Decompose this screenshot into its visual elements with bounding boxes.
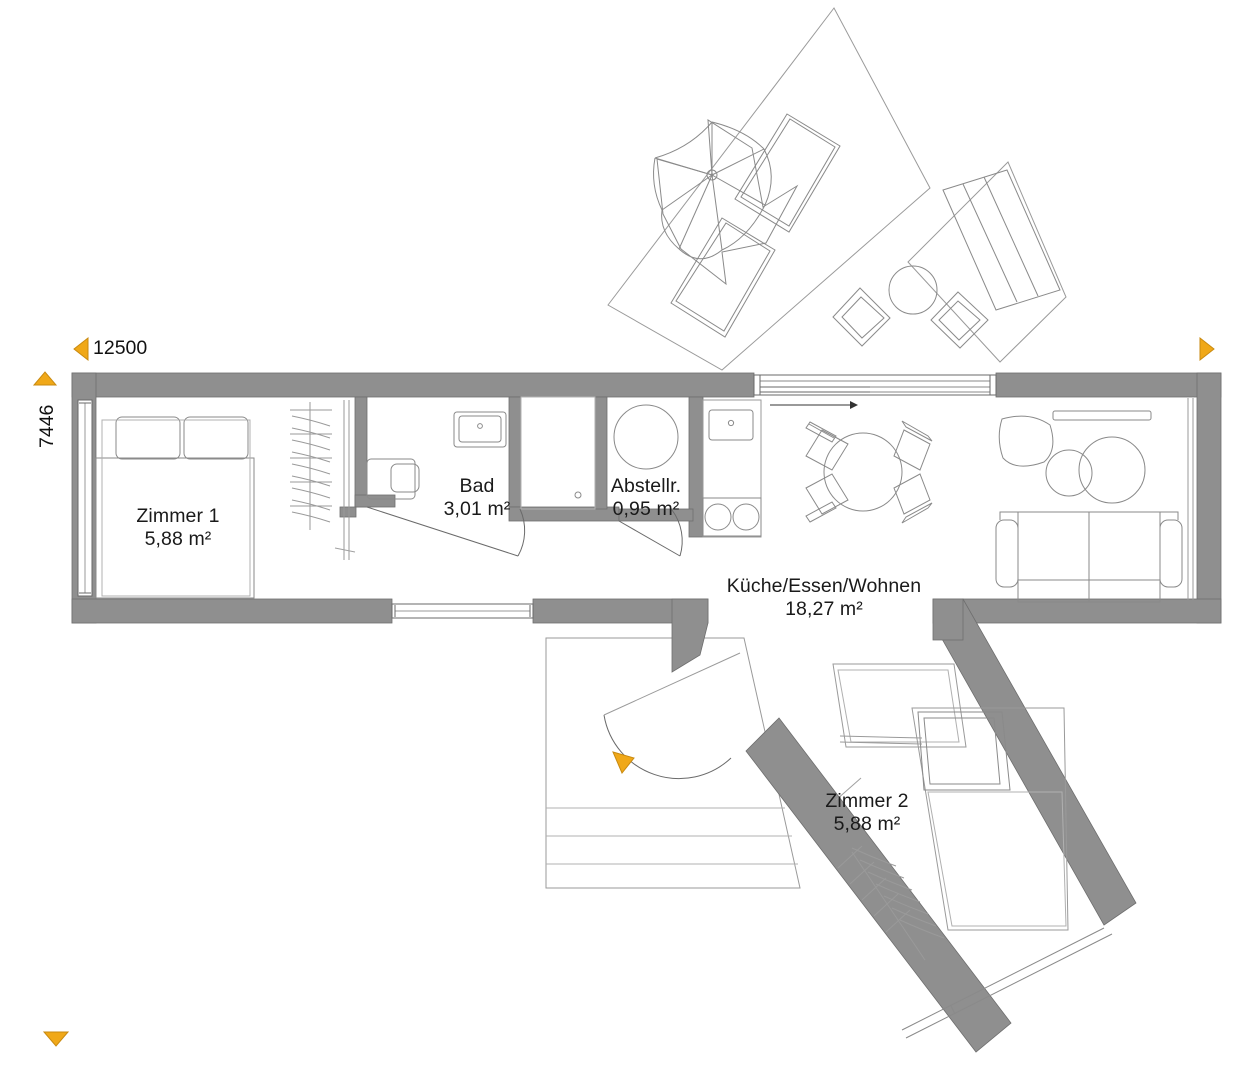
- armchair-2: [930, 291, 989, 349]
- room-label-zimmer-2: Zimmer 2 5,88 m²: [787, 790, 947, 836]
- terrace-right: [832, 161, 1067, 363]
- dim-marker-top-icon: [32, 371, 58, 386]
- wall-shelf: [1052, 410, 1152, 421]
- side-table-round: [888, 265, 938, 315]
- zimmer2-sliding-partition: [839, 735, 923, 745]
- parasol-icon: [653, 119, 799, 286]
- sun-lounger-1: [734, 113, 841, 233]
- living-furniture: [995, 410, 1183, 603]
- room-label-kueche-essen-wohnen: Küche/Essen/Wohnen 18,27 m²: [704, 575, 944, 621]
- entrance-direction-marker-icon: [612, 751, 635, 774]
- kitchen-sink: [708, 409, 754, 441]
- dimension-width-value: 12500: [93, 337, 148, 359]
- window-bottom-zimmer2: [901, 927, 1113, 1039]
- window-bottom-zimmer1: [391, 603, 534, 619]
- room-area-zimmer-1: 5,88 m²: [144, 528, 212, 550]
- floor-cushion: [998, 415, 1054, 467]
- armchair-1: [832, 287, 891, 347]
- room-name-kueche-essen-wohnen: Küche/Essen/Wohnen: [726, 575, 922, 597]
- single-bed-zimmer2: [911, 707, 1069, 931]
- coffee-table-large: [1078, 436, 1146, 504]
- dim-marker-bottom-icon: [42, 1031, 70, 1047]
- sofa-2-seat: [995, 511, 1183, 603]
- terrace-upper: [607, 7, 931, 371]
- abstellraum-door-swing: [618, 509, 683, 557]
- entrance-door-swing: [603, 652, 741, 780]
- room-label-bad: Bad 3,01 m²: [417, 475, 537, 521]
- wardrobe-rail-zimmer1: [290, 402, 332, 530]
- dim-marker-left-icon: [73, 336, 89, 362]
- desk-zimmer2: [832, 663, 967, 748]
- zimmer-1-furniture: [95, 402, 356, 599]
- room-name-bad: Bad: [459, 475, 495, 497]
- window-openings: [77, 374, 1194, 1039]
- dimension-label-width: 12500: [93, 337, 147, 360]
- bad-furniture: [366, 396, 596, 557]
- room-area-abstellraum: 0,95 m²: [612, 498, 680, 520]
- cooktop-2-burner: [702, 497, 762, 537]
- room-label-abstellraum: Abstellr. 0,95 m²: [586, 475, 706, 521]
- room-name-zimmer-2: Zimmer 2: [825, 790, 909, 812]
- dimension-markers: [32, 336, 1215, 1047]
- steps: [546, 807, 798, 865]
- dim-marker-right-icon: [1199, 336, 1215, 362]
- room-area-bad: 3,01 m²: [443, 498, 511, 520]
- sliding-door: [753, 374, 997, 409]
- decking-bench: [942, 169, 1061, 311]
- room-name-abstellraum: Abstellr.: [610, 475, 682, 497]
- shower: [520, 396, 596, 510]
- double-bed: [95, 416, 255, 599]
- dimension-depth-value: 7446: [36, 404, 58, 448]
- kitchen-furniture: [702, 399, 762, 538]
- zimmer-2-furniture: [832, 663, 1069, 961]
- wardrobe-rail-zimmer2: [837, 845, 945, 961]
- bad-door-swing: [366, 506, 526, 557]
- room-area-kueche-essen-wohnen: 18,27 m²: [785, 598, 863, 620]
- room-area-zimmer-2: 5,88 m²: [833, 813, 901, 835]
- coffee-table-small: [1045, 449, 1093, 497]
- dining-set: [805, 420, 933, 524]
- room-name-zimmer-1: Zimmer 1: [136, 505, 220, 527]
- sun-lounger-2: [670, 217, 776, 338]
- abstellraum-furniture: [613, 404, 683, 557]
- washbasin: [453, 411, 507, 448]
- room-label-zimmer-1: Zimmer 1 5,88 m²: [98, 505, 258, 551]
- toilet: [366, 458, 420, 500]
- window-left: [77, 399, 93, 597]
- dining-chair-x4: [805, 420, 933, 524]
- dimension-label-depth: 7446: [36, 405, 59, 448]
